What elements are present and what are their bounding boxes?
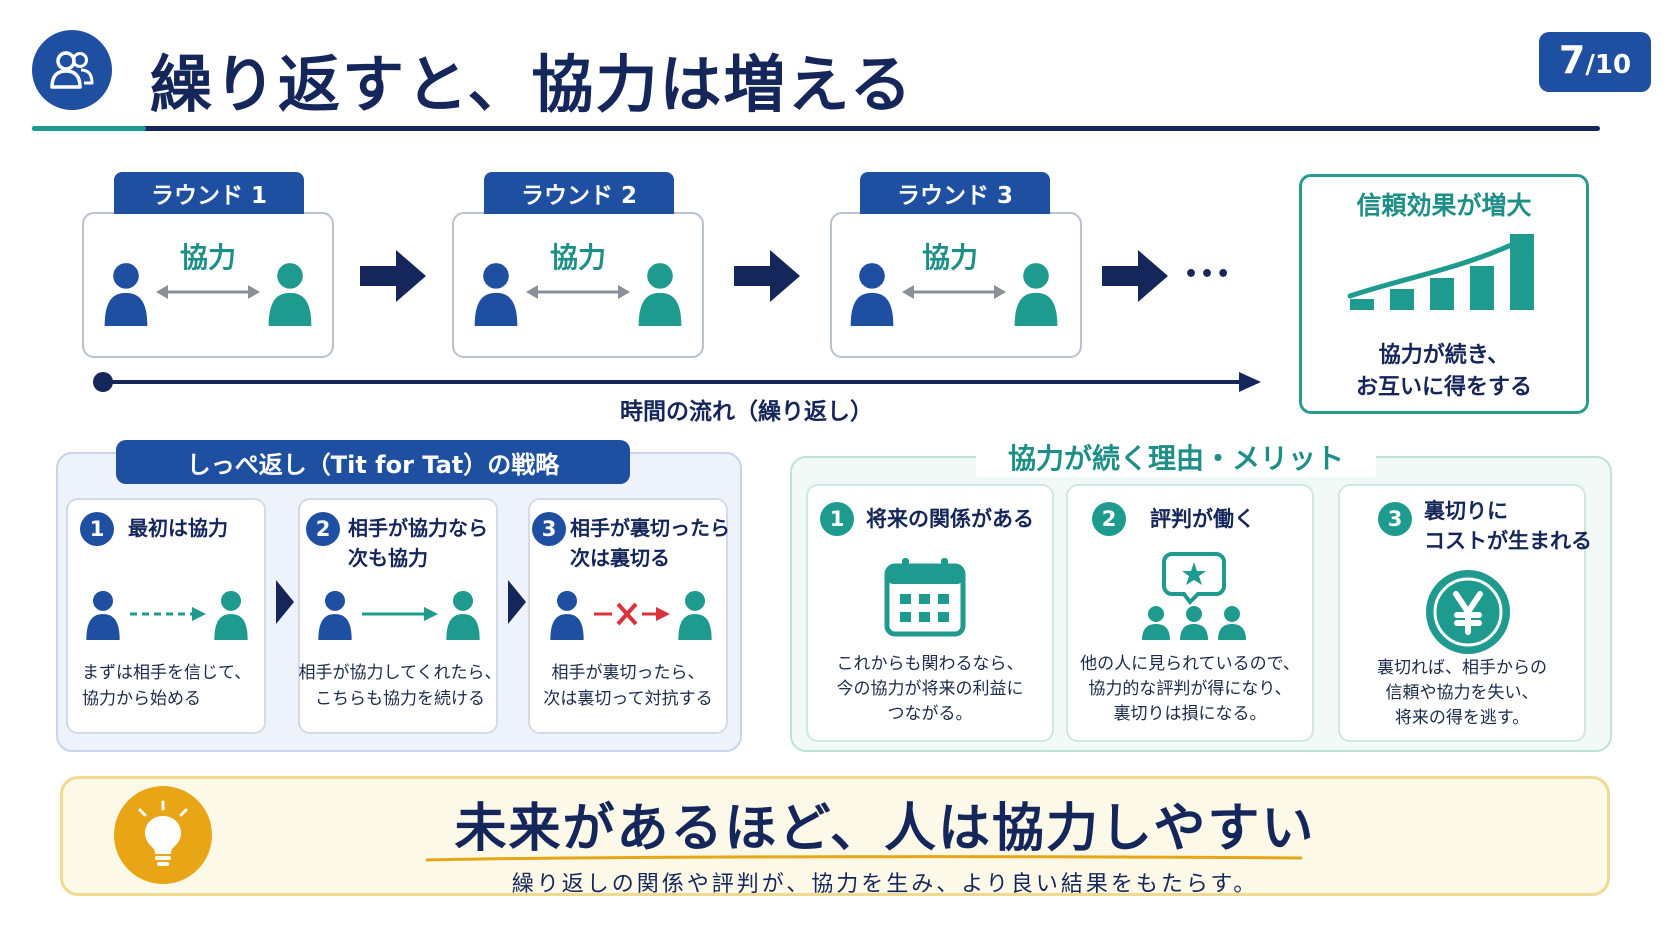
tft-step-1-diagram xyxy=(86,590,248,640)
tft-step-1-title: 最初は協力 xyxy=(128,516,228,540)
tft-step-3-title-line-2: 次は裏切る xyxy=(570,546,670,570)
merit-3-number: 3 xyxy=(1378,502,1412,536)
merit-3-heading: 裏切りに コストが生まれる xyxy=(1424,496,1592,556)
tft-step-2-desc: 相手が協力してくれたら、 こちらも協力を続ける xyxy=(298,660,502,712)
timeline-arrow xyxy=(93,372,1261,392)
tft-step-3-title: 相手が裏切ったら 次は裏切る xyxy=(570,513,730,573)
timeline-label: 時間の流れ（繰り返し） xyxy=(620,399,873,425)
round-label-2: ラウンド 2 xyxy=(484,172,674,214)
tft-step-2-number: 2 xyxy=(306,512,340,546)
page-current: 7 xyxy=(1558,38,1586,82)
merits-title: 協力が続く理由・メリット xyxy=(976,437,1376,477)
trust-line-2: お互いに得をする xyxy=(1355,375,1532,400)
tft-step-3-title-line-1: 相手が裏切ったら xyxy=(570,516,730,540)
merit-1-desc: これからも関わるなら、 今の協力が将来の利益に つながる。 xyxy=(806,652,1054,727)
users-icon xyxy=(32,30,112,110)
more-rounds-ellipsis: ••• xyxy=(1184,262,1233,287)
merit-2-heading: 評判が働く xyxy=(1150,507,1255,531)
merit-3-heading-line-1: 裏切りに xyxy=(1424,499,1508,523)
growth-bar-chart-icon xyxy=(1347,234,1534,310)
tft-step-3-desc-line-1: 相手が裏切ったら、 xyxy=(551,663,705,683)
merit-3-desc-line-3: 将来の得を逃す。 xyxy=(1394,708,1530,728)
merit-2-desc-line-3: 裏切りは損になる。 xyxy=(1113,704,1267,724)
merit-2-desc-line-2: 協力的な評判が得になり、 xyxy=(1088,679,1292,699)
round-label-1: ラウンド 1 xyxy=(114,172,304,214)
round-1-players xyxy=(104,263,312,326)
round-action-3: 協力 xyxy=(921,241,978,274)
conclusion-subtext: 繰り返しの関係や評判が、協力を生み、より良い結果をもたらす。 xyxy=(511,872,1259,897)
merit-1-desc-line-1: これからも関わるなら、 xyxy=(836,654,1024,674)
yen-coin-icon xyxy=(1426,570,1510,654)
round-2-players xyxy=(474,263,682,326)
round-action-1: 協力 xyxy=(179,241,236,274)
tft-step-2-desc-line-1: 相手が協力してくれたら、 xyxy=(298,663,502,683)
merit-1-heading: 将来の関係がある xyxy=(866,507,1034,531)
lightbulb-icon xyxy=(114,786,212,884)
merit-1-desc-line-2: 今の協力が将来の利益に xyxy=(836,679,1024,699)
merit-2-desc-line-1: 他の人に見られているので、 xyxy=(1080,654,1300,674)
merit-3-desc-line-2: 信頼や協力を失い、 xyxy=(1385,683,1539,703)
page-title: 繰り返すと、協力は増える xyxy=(150,48,914,121)
conclusion-underline xyxy=(425,855,1303,862)
tft-step-2-title-line-2: 次も協力 xyxy=(348,546,428,570)
tft-step-3-diagram xyxy=(550,590,712,640)
growth-bar-5 xyxy=(1510,234,1534,310)
round-arrow-1 xyxy=(360,250,426,302)
tft-step-3-number: 3 xyxy=(532,512,566,546)
tft-step-2-title: 相手が協力なら 次も協力 xyxy=(348,513,488,573)
growth-bar-1 xyxy=(1350,299,1374,310)
tft-step-1-desc-line-1: まずは相手を信じて、 xyxy=(82,663,252,683)
tft-step-3-desc: 相手が裏切ったら、 次は裏切って対抗する xyxy=(528,660,728,712)
tft-step-2-title-line-1: 相手が協力なら xyxy=(348,516,488,540)
merit-1-desc-line-3: つながる。 xyxy=(887,704,973,724)
tft-step-1-number: 1 xyxy=(80,512,114,546)
conclusion-headline: 未来があるほど、人は協力しやすい xyxy=(454,799,1316,859)
tft-chevron-1 xyxy=(276,580,294,624)
trust-title: 信頼効果が増大 xyxy=(1356,191,1532,220)
round-label-3: ラウンド 3 xyxy=(860,172,1050,214)
trust-description: 協力が続き、 お互いに得をする xyxy=(1299,340,1589,404)
tft-step-1-desc: まずは相手を信じて、 協力から始める xyxy=(66,660,266,712)
growth-bar-4 xyxy=(1470,266,1494,310)
merit-3-heading-line-2: コストが生まれる xyxy=(1424,529,1592,553)
tft-step-2-desc-line-2: こちらも協力を続ける xyxy=(315,689,485,709)
page-number-badge: 7 /10 xyxy=(1539,32,1651,92)
tit-for-tat-title: しっぺ返し（Tit for Tat）の戦略 xyxy=(116,440,630,484)
growth-bar-2 xyxy=(1390,289,1414,310)
header-divider xyxy=(32,126,1600,131)
trust-line-1: 協力が続き、 xyxy=(1378,343,1510,368)
growth-bar-3 xyxy=(1430,278,1454,310)
tft-step-2-diagram xyxy=(318,590,480,640)
reputation-icon xyxy=(1142,552,1246,640)
merit-2-desc: 他の人に見られているので、 協力的な評判が得になり、 裏切りは損になる。 xyxy=(1066,652,1314,727)
round-action-2: 協力 xyxy=(549,241,606,274)
conclusion-box xyxy=(60,776,1610,896)
page-total: /10 xyxy=(1585,50,1632,80)
round-3-players xyxy=(850,263,1058,326)
calendar-icon xyxy=(884,558,966,637)
merit-3-desc: 裏切れば、相手からの 信頼や協力を失い、 将来の得を逃す。 xyxy=(1338,656,1586,731)
merit-3-desc-line-1: 裏切れば、相手からの xyxy=(1377,658,1547,678)
round-arrow-3 xyxy=(1102,250,1168,302)
round-arrow-2 xyxy=(734,250,800,302)
header-divider-accent xyxy=(32,126,146,131)
tft-step-1-desc-line-2: 協力から始める xyxy=(82,689,201,709)
tft-chevron-2 xyxy=(508,580,526,624)
merit-2-number: 2 xyxy=(1092,502,1126,536)
merit-1-number: 1 xyxy=(820,502,854,536)
tft-step-3-desc-line-2: 次は裏切って対抗する xyxy=(543,689,713,709)
